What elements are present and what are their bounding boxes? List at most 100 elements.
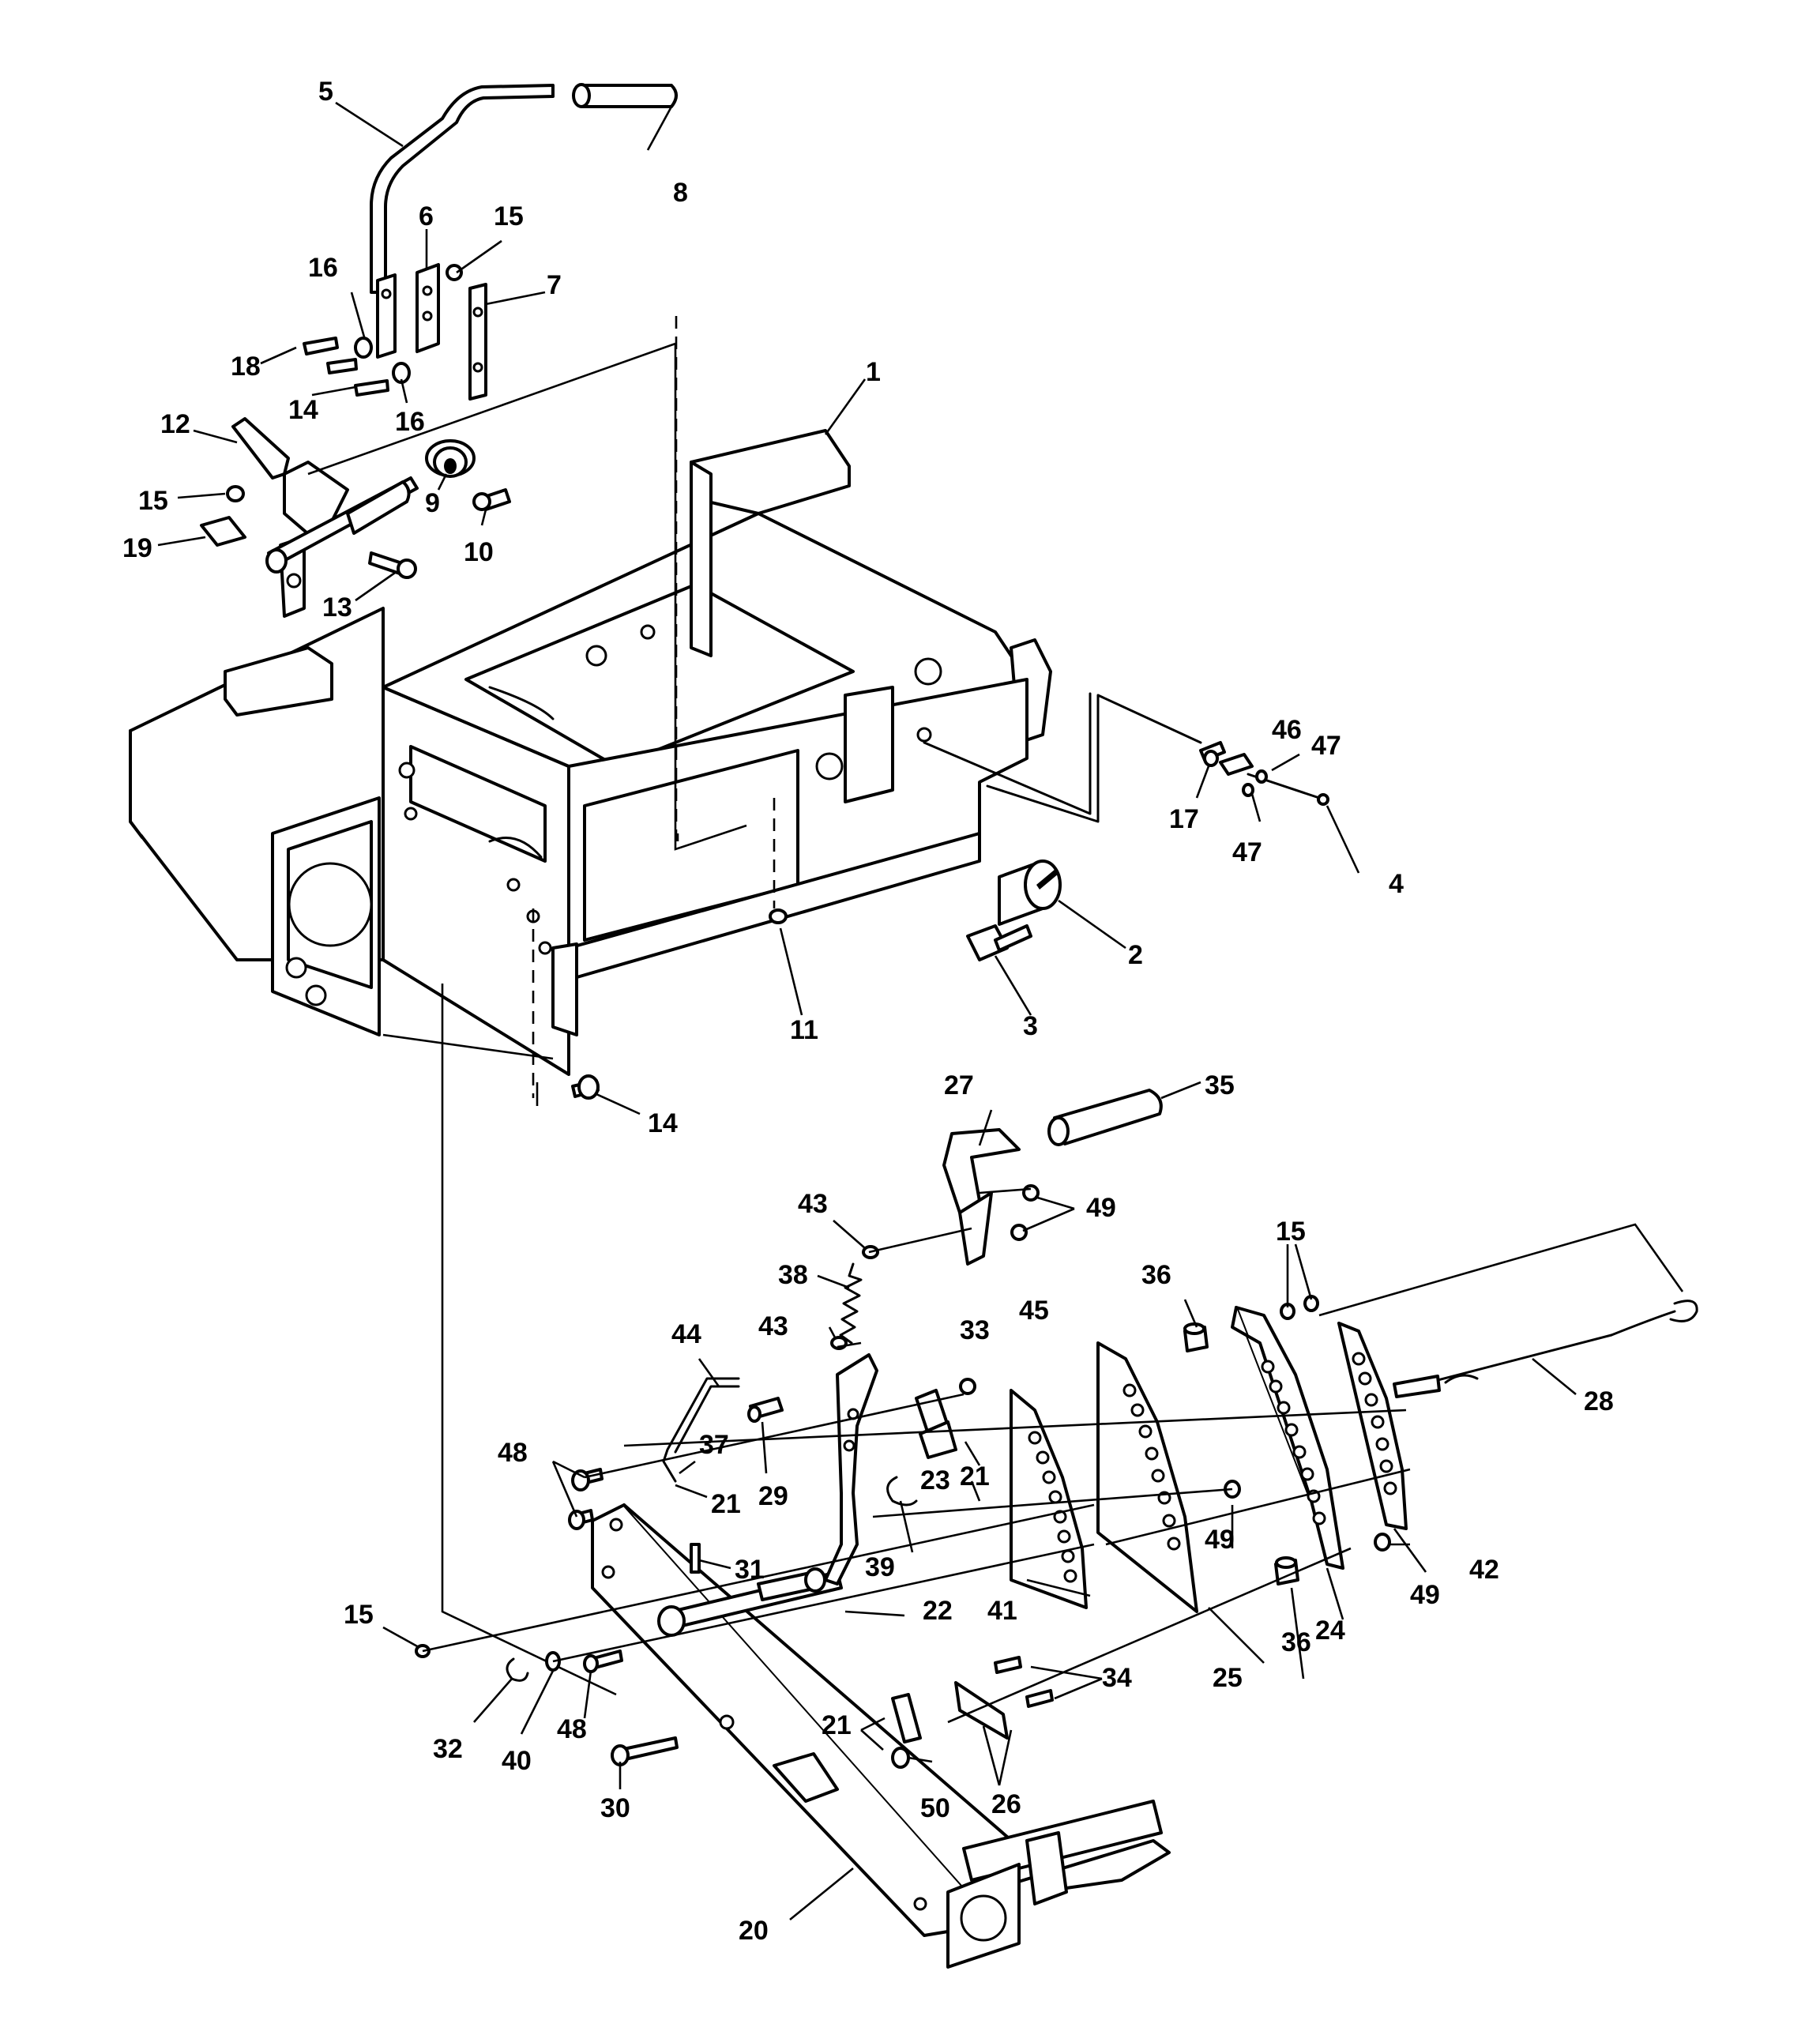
callout-33: 33: [960, 1315, 990, 1345]
callout-48-lower: 48: [557, 1714, 587, 1744]
callout-43-upper: 43: [798, 1189, 828, 1219]
pedal-27: [942, 1128, 1021, 1266]
nut-11: [769, 908, 788, 924]
bolt-10: [472, 488, 511, 511]
callout-25: 25: [1213, 1663, 1243, 1693]
spacers-36: [1183, 1322, 1299, 1585]
callout-23: 23: [920, 1465, 950, 1495]
callout-14-lower: 14: [648, 1108, 678, 1138]
bracket-7: [468, 283, 487, 401]
washers-32-40: [415, 1644, 561, 1682]
grip-8: [572, 83, 678, 108]
callout-2: 2: [1128, 940, 1143, 970]
callout-6: 6: [419, 201, 434, 231]
callout-47-upper: 47: [1311, 731, 1341, 761]
callout-15-right: 15: [1276, 1217, 1306, 1247]
callout-leaders: [157, 101, 1577, 1921]
plate-42: [1337, 1322, 1408, 1530]
callout-12: 12: [160, 409, 190, 439]
callout-48-upper: 48: [498, 1438, 528, 1468]
callout-31: 31: [735, 1555, 765, 1585]
callout-32: 32: [433, 1734, 463, 1764]
callout-28: 28: [1584, 1386, 1614, 1416]
callout-37: 37: [699, 1430, 729, 1460]
callout-43-lower: 43: [758, 1311, 788, 1341]
callout-18: 18: [231, 352, 261, 382]
callout-49-lower: 49: [1410, 1580, 1440, 1610]
callout-44: 44: [671, 1319, 701, 1349]
callout-35: 35: [1205, 1070, 1235, 1100]
plate-24: [1231, 1306, 1344, 1570]
brackets-26-34: [891, 1656, 1054, 1769]
callout-49-middle: 49: [1205, 1525, 1235, 1555]
decal-19: [200, 516, 246, 547]
callout-42: 42: [1469, 1555, 1499, 1585]
callout-24: 24: [1315, 1616, 1345, 1646]
lever-mount-12: [231, 417, 419, 618]
plate-41: [1010, 1389, 1088, 1609]
callout-15-left: 15: [138, 486, 168, 516]
callout-labels: 1 2 3 4 5 6 7 8 9 10 11 12 13 14 14 15 1…: [122, 77, 1614, 1946]
callout-50: 50: [920, 1793, 950, 1823]
callout-41: 41: [987, 1596, 1017, 1626]
bracket-6: [416, 263, 440, 353]
callout-21-rod: 21: [711, 1489, 741, 1519]
nuts-15-49-33-31: [690, 1184, 1391, 1574]
callout-29: 29: [758, 1481, 788, 1511]
callout-49-upper: 49: [1086, 1193, 1116, 1223]
callout-22: 22: [923, 1596, 953, 1626]
pedal-arm: [824, 1353, 878, 1585]
callout-14-upper: 14: [288, 395, 318, 425]
callout-38: 38: [778, 1260, 808, 1290]
lever-base-bracket: [376, 273, 397, 359]
spring-38: [830, 1245, 879, 1350]
callout-11: 11: [790, 1015, 818, 1045]
callout-10: 10: [464, 537, 494, 567]
clip-39: [886, 1476, 918, 1507]
callout-16-lower: 16: [395, 407, 425, 437]
callout-15-lower: 15: [344, 1600, 374, 1630]
callout-30: 30: [600, 1793, 630, 1823]
hardware-17-46-47: [1203, 750, 1268, 797]
callout-7: 7: [547, 270, 562, 300]
callout-27: 27: [944, 1070, 974, 1100]
switch-3: [966, 924, 1032, 961]
callout-9: 9: [425, 488, 440, 518]
callout-3: 3: [1023, 1011, 1038, 1041]
callout-34: 34: [1102, 1663, 1132, 1693]
bolts-29-37-48: [568, 1397, 784, 1766]
callout-17: 17: [1169, 804, 1199, 834]
plate-25: [1096, 1341, 1198, 1613]
bolt-14-lower: [571, 1074, 600, 1100]
callout-46: 46: [1272, 715, 1302, 745]
callout-40: 40: [502, 1746, 532, 1776]
bolt-13: [368, 551, 417, 579]
lift-lever-5: [370, 84, 555, 294]
callout-8: 8: [673, 178, 688, 208]
bearing-9: [425, 439, 476, 478]
callout-39: 39: [865, 1552, 895, 1582]
switch-2: [998, 860, 1062, 926]
callout-21-lower: 21: [822, 1710, 852, 1740]
callout-47-lower: 47: [1232, 837, 1262, 867]
callout-16-upper: 16: [308, 253, 338, 283]
callout-4: 4: [1389, 869, 1404, 899]
callout-36-lower: 36: [1281, 1627, 1311, 1657]
callout-21-link: 21: [960, 1461, 990, 1491]
callout-19: 19: [122, 533, 152, 563]
callout-13: 13: [322, 592, 352, 623]
cable-28: [1393, 1300, 1698, 1398]
callout-45: 45: [1019, 1296, 1049, 1326]
bolts-upper: [226, 264, 463, 502]
callout-15-upper: 15: [494, 201, 524, 231]
callout-26: 26: [991, 1789, 1021, 1819]
callout-20: 20: [739, 1916, 769, 1946]
rod-44: [662, 1377, 740, 1483]
callout-1: 1: [866, 357, 881, 387]
callout-5: 5: [318, 77, 333, 107]
callout-36-upper: 36: [1141, 1260, 1171, 1290]
grip-35: [1047, 1089, 1163, 1146]
main-frame: [129, 429, 1052, 1076]
